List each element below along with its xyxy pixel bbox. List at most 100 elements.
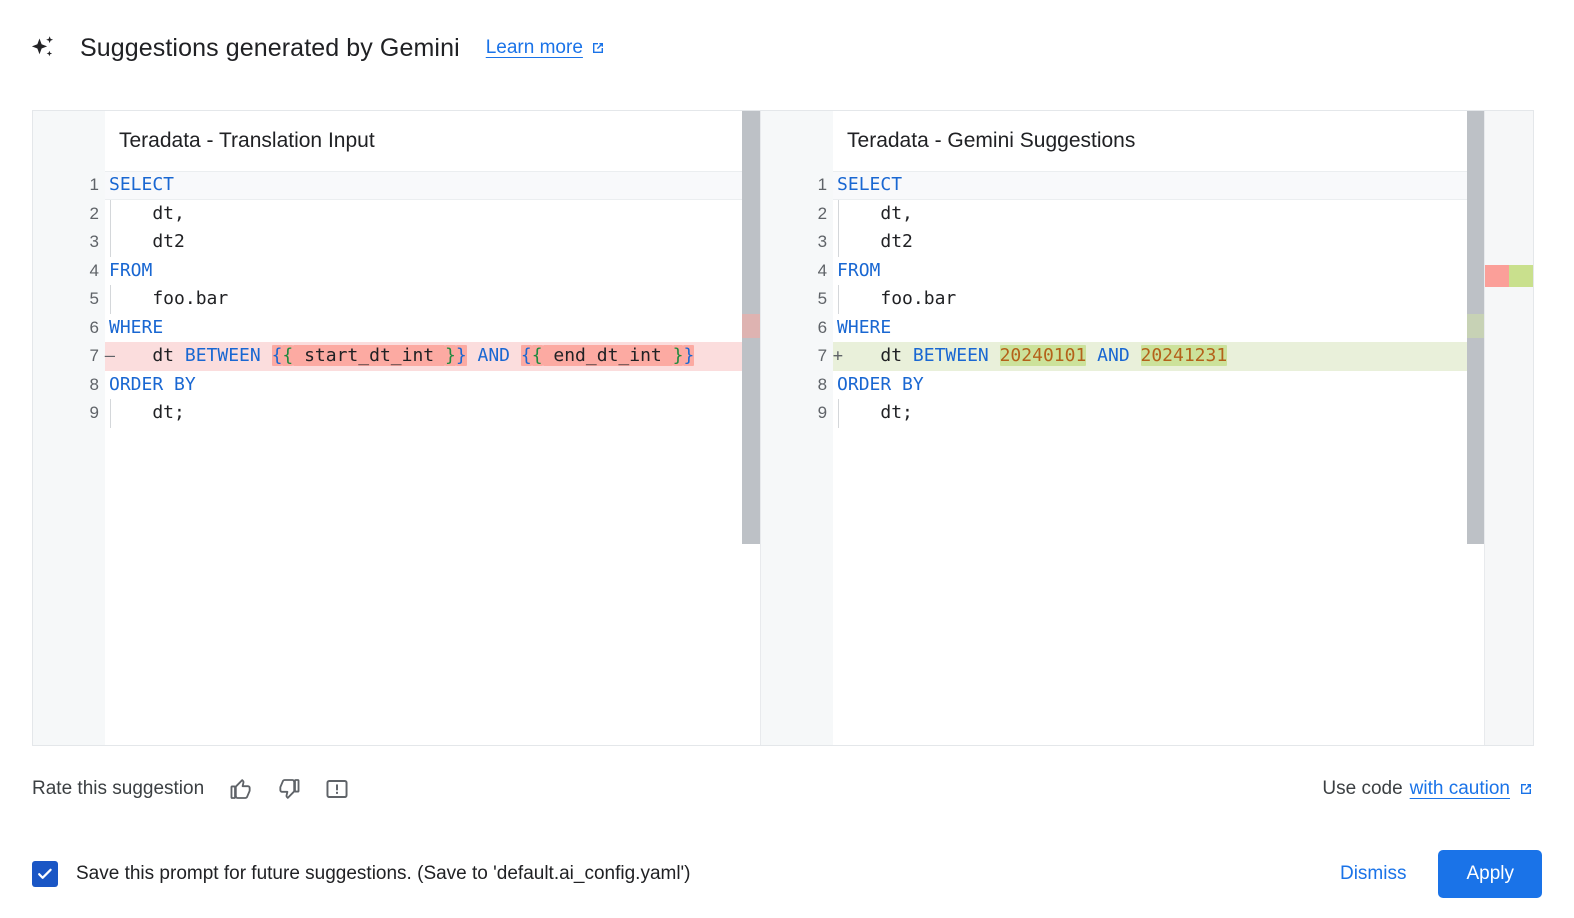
code-token xyxy=(467,345,478,366)
code-token: dt, xyxy=(837,202,913,224)
code-line-text: SELECT xyxy=(833,171,1533,200)
code-line-text: FROM xyxy=(833,257,1533,286)
line-number: 2 xyxy=(33,199,105,228)
code-token: dt xyxy=(837,345,913,366)
external-link-icon xyxy=(590,40,606,56)
code-token: FROM xyxy=(837,259,881,281)
line-number: 2 xyxy=(761,199,834,228)
code-token: FROM xyxy=(109,259,153,281)
code-token: } xyxy=(455,345,467,366)
line-number: 9 xyxy=(33,399,105,428)
line-number: 3 xyxy=(761,228,834,257)
diff-sign: + xyxy=(832,346,844,366)
code-line: 5 foo.bar xyxy=(33,285,760,314)
code-token: start_dt_int xyxy=(293,345,445,366)
with-caution-link[interactable]: with caution xyxy=(1409,778,1510,799)
save-prompt-checkbox[interactable] xyxy=(32,861,58,887)
code-token: WHERE xyxy=(837,316,892,338)
apply-button[interactable]: Apply xyxy=(1438,850,1542,898)
line-number: 8 xyxy=(33,370,105,399)
code-token: dt; xyxy=(109,402,185,423)
rating-icon-group xyxy=(226,774,352,804)
right-vertical-scrollbar[interactable] xyxy=(1467,111,1485,745)
diff-overview-ruler[interactable] xyxy=(1484,111,1533,745)
code-token: { xyxy=(271,345,283,366)
code-token: dt; xyxy=(837,402,913,423)
code-line: 3 dt2 xyxy=(33,228,760,257)
report-feedback-icon[interactable] xyxy=(322,774,352,804)
code-line: 7— dt BETWEEN {{ start_dt_int }} AND {{ … xyxy=(33,342,761,371)
code-token: SELECT xyxy=(837,174,903,195)
line-number: 9 xyxy=(761,399,834,428)
code-line: 3 dt2 xyxy=(761,228,1533,257)
code-line-text: SELECT xyxy=(105,171,761,200)
code-token: BETWEEN xyxy=(184,345,261,366)
rate-suggestion-row: Rate this suggestion Use code xyxy=(32,766,1534,812)
dismiss-button[interactable]: Dismiss xyxy=(1322,852,1425,896)
left-pane-title: Teradata - Translation Input xyxy=(105,111,761,171)
code-line-text: FROM xyxy=(105,257,760,286)
code-token: 20241231 xyxy=(1140,345,1228,366)
gemini-suggestions-header: Suggestions generated by Gemini Learn mo… xyxy=(0,0,1574,96)
code-token xyxy=(1086,345,1097,366)
code-line-text: dt; xyxy=(833,399,1533,428)
left-vertical-scrollbar[interactable] xyxy=(742,111,761,745)
code-token: { xyxy=(282,345,294,366)
code-token: ORDER BY xyxy=(837,373,924,395)
code-line-text: dt, xyxy=(105,199,760,229)
line-number: 1 xyxy=(33,171,105,200)
code-line-text: dt2 xyxy=(833,228,1533,257)
code-line-text: ORDER BY xyxy=(833,371,1533,400)
line-number: 4 xyxy=(761,256,834,285)
line-number: 3 xyxy=(33,228,105,257)
code-line-text: dt2 xyxy=(105,228,760,257)
bottom-action-bar: Save this prompt for future suggestions.… xyxy=(32,848,1542,900)
code-line-text: dt, xyxy=(833,199,1533,229)
code-line: 9 dt; xyxy=(33,399,760,428)
code-token: BETWEEN xyxy=(912,345,989,366)
code-token: end_dt_int xyxy=(542,345,673,366)
code-line: 7+ dt BETWEEN 20240101 AND 20241231 xyxy=(761,342,1533,371)
thumb-up-icon[interactable] xyxy=(226,774,256,804)
diff-sign: — xyxy=(104,346,115,366)
use-code-caution: Use code with caution xyxy=(1322,778,1534,800)
right-diff-marker xyxy=(1467,314,1485,338)
line-number: 1 xyxy=(761,171,834,200)
line-number: 5 xyxy=(761,285,834,314)
line-number: 6 xyxy=(761,313,834,342)
overview-deletion-marker xyxy=(1485,265,1509,287)
save-prompt-label: Save this prompt for future suggestions.… xyxy=(76,863,691,884)
code-token: { xyxy=(520,345,532,366)
code-token: { xyxy=(531,345,543,366)
overview-addition-marker xyxy=(1509,265,1533,287)
left-diff-marker xyxy=(742,314,761,338)
code-token: dt2 xyxy=(837,231,913,252)
code-line-text: dt BETWEEN 20240101 AND 20241231 xyxy=(833,342,1533,371)
code-token: } xyxy=(444,345,456,366)
code-token: dt xyxy=(109,345,185,366)
thumb-down-icon[interactable] xyxy=(274,774,304,804)
dialog-buttons: Dismiss Apply xyxy=(1322,850,1542,898)
sparkle-icon xyxy=(28,33,58,63)
code-line: 2 dt, xyxy=(761,199,1533,229)
learn-more-link[interactable]: Learn more xyxy=(486,37,606,59)
code-token: dt, xyxy=(109,202,185,224)
code-line-text: ORDER BY xyxy=(105,371,760,400)
line-number: 5 xyxy=(33,285,105,314)
line-number: 7+ xyxy=(761,342,843,371)
code-token xyxy=(989,345,1000,366)
code-token: foo.bar xyxy=(837,288,957,309)
right-pane-title: Teradata - Gemini Suggestions xyxy=(833,111,1533,171)
code-token: AND xyxy=(477,345,511,366)
code-token: ORDER BY xyxy=(109,373,196,395)
